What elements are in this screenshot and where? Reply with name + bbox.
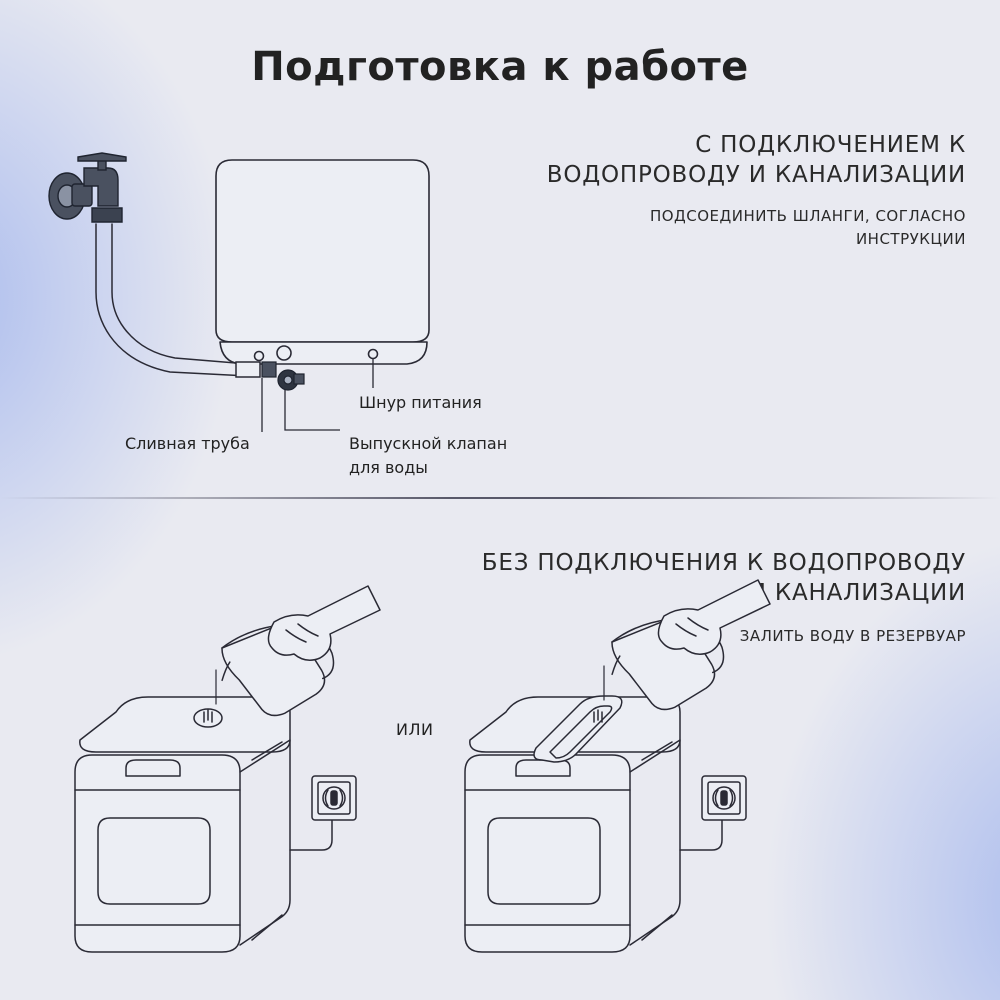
- valve-label-line: Выпускной клапан: [349, 434, 508, 453]
- drain-fitting: [261, 361, 305, 391]
- drain-port: [253, 350, 265, 362]
- hand-icon: [657, 579, 771, 655]
- heading-line: ВОДОПРОВОДУ И КАНАЛИЗАЦИИ: [546, 162, 966, 188]
- heading-line: С ПОДКЛЮЧЕНИЕМ К: [695, 132, 966, 158]
- plumbing-diagram: [48, 152, 430, 432]
- leader-lines: [261, 359, 374, 432]
- section-without-subtext: ЗАЛИТЬ ВОДУ В РЕЗЕРВУАР: [739, 627, 966, 645]
- heading-line: И КАНАЛИЗАЦИИ: [748, 580, 966, 606]
- power-cord: [289, 805, 333, 851]
- page-title: Подготовка к работе: [251, 44, 749, 90]
- section-with-heading: С ПОДКЛЮЧЕНИЕМ К ВОДОПРОВОДУ И КАНАЛИЗАЦ…: [547, 130, 966, 190]
- hose: [95, 223, 261, 378]
- power-port: [367, 348, 379, 360]
- dishwasher-right: [464, 579, 771, 953]
- socket-icon: [311, 775, 357, 821]
- valve-label: Выпускной клапан для воды: [349, 432, 507, 480]
- hand-icon: [267, 585, 381, 661]
- socket-icon: [701, 775, 747, 821]
- drain-pipe-label: Сливная труба: [125, 434, 250, 453]
- valve-label-line: для воды: [349, 458, 428, 477]
- faucet-icon: [48, 152, 127, 223]
- valve-port: [276, 345, 292, 361]
- power-cord: [679, 805, 723, 851]
- section-without-heading: БЕЗ ПОДКЛЮЧЕНИЯ К ВОДОПРОВОДУ И КАНАЛИЗА…: [482, 548, 966, 608]
- or-label: ИЛИ: [396, 720, 434, 739]
- power-cord-label: Шнур питания: [359, 393, 482, 412]
- heading-line: БЕЗ ПОДКЛЮЧЕНИЯ К ВОДОПРОВОДУ: [481, 550, 966, 576]
- sub-line: ПОДСОЕДИНИТЬ ШЛАНГИ, СОГЛАСНО: [649, 207, 966, 225]
- sub-line: ИНСТРУКЦИИ: [855, 230, 966, 248]
- section-divider: [0, 497, 1000, 499]
- section-with-subtext: ПОДСОЕДИНИТЬ ШЛАНГИ, СОГЛАСНО ИНСТРУКЦИИ: [650, 205, 966, 251]
- dishwasher-left: [74, 585, 381, 953]
